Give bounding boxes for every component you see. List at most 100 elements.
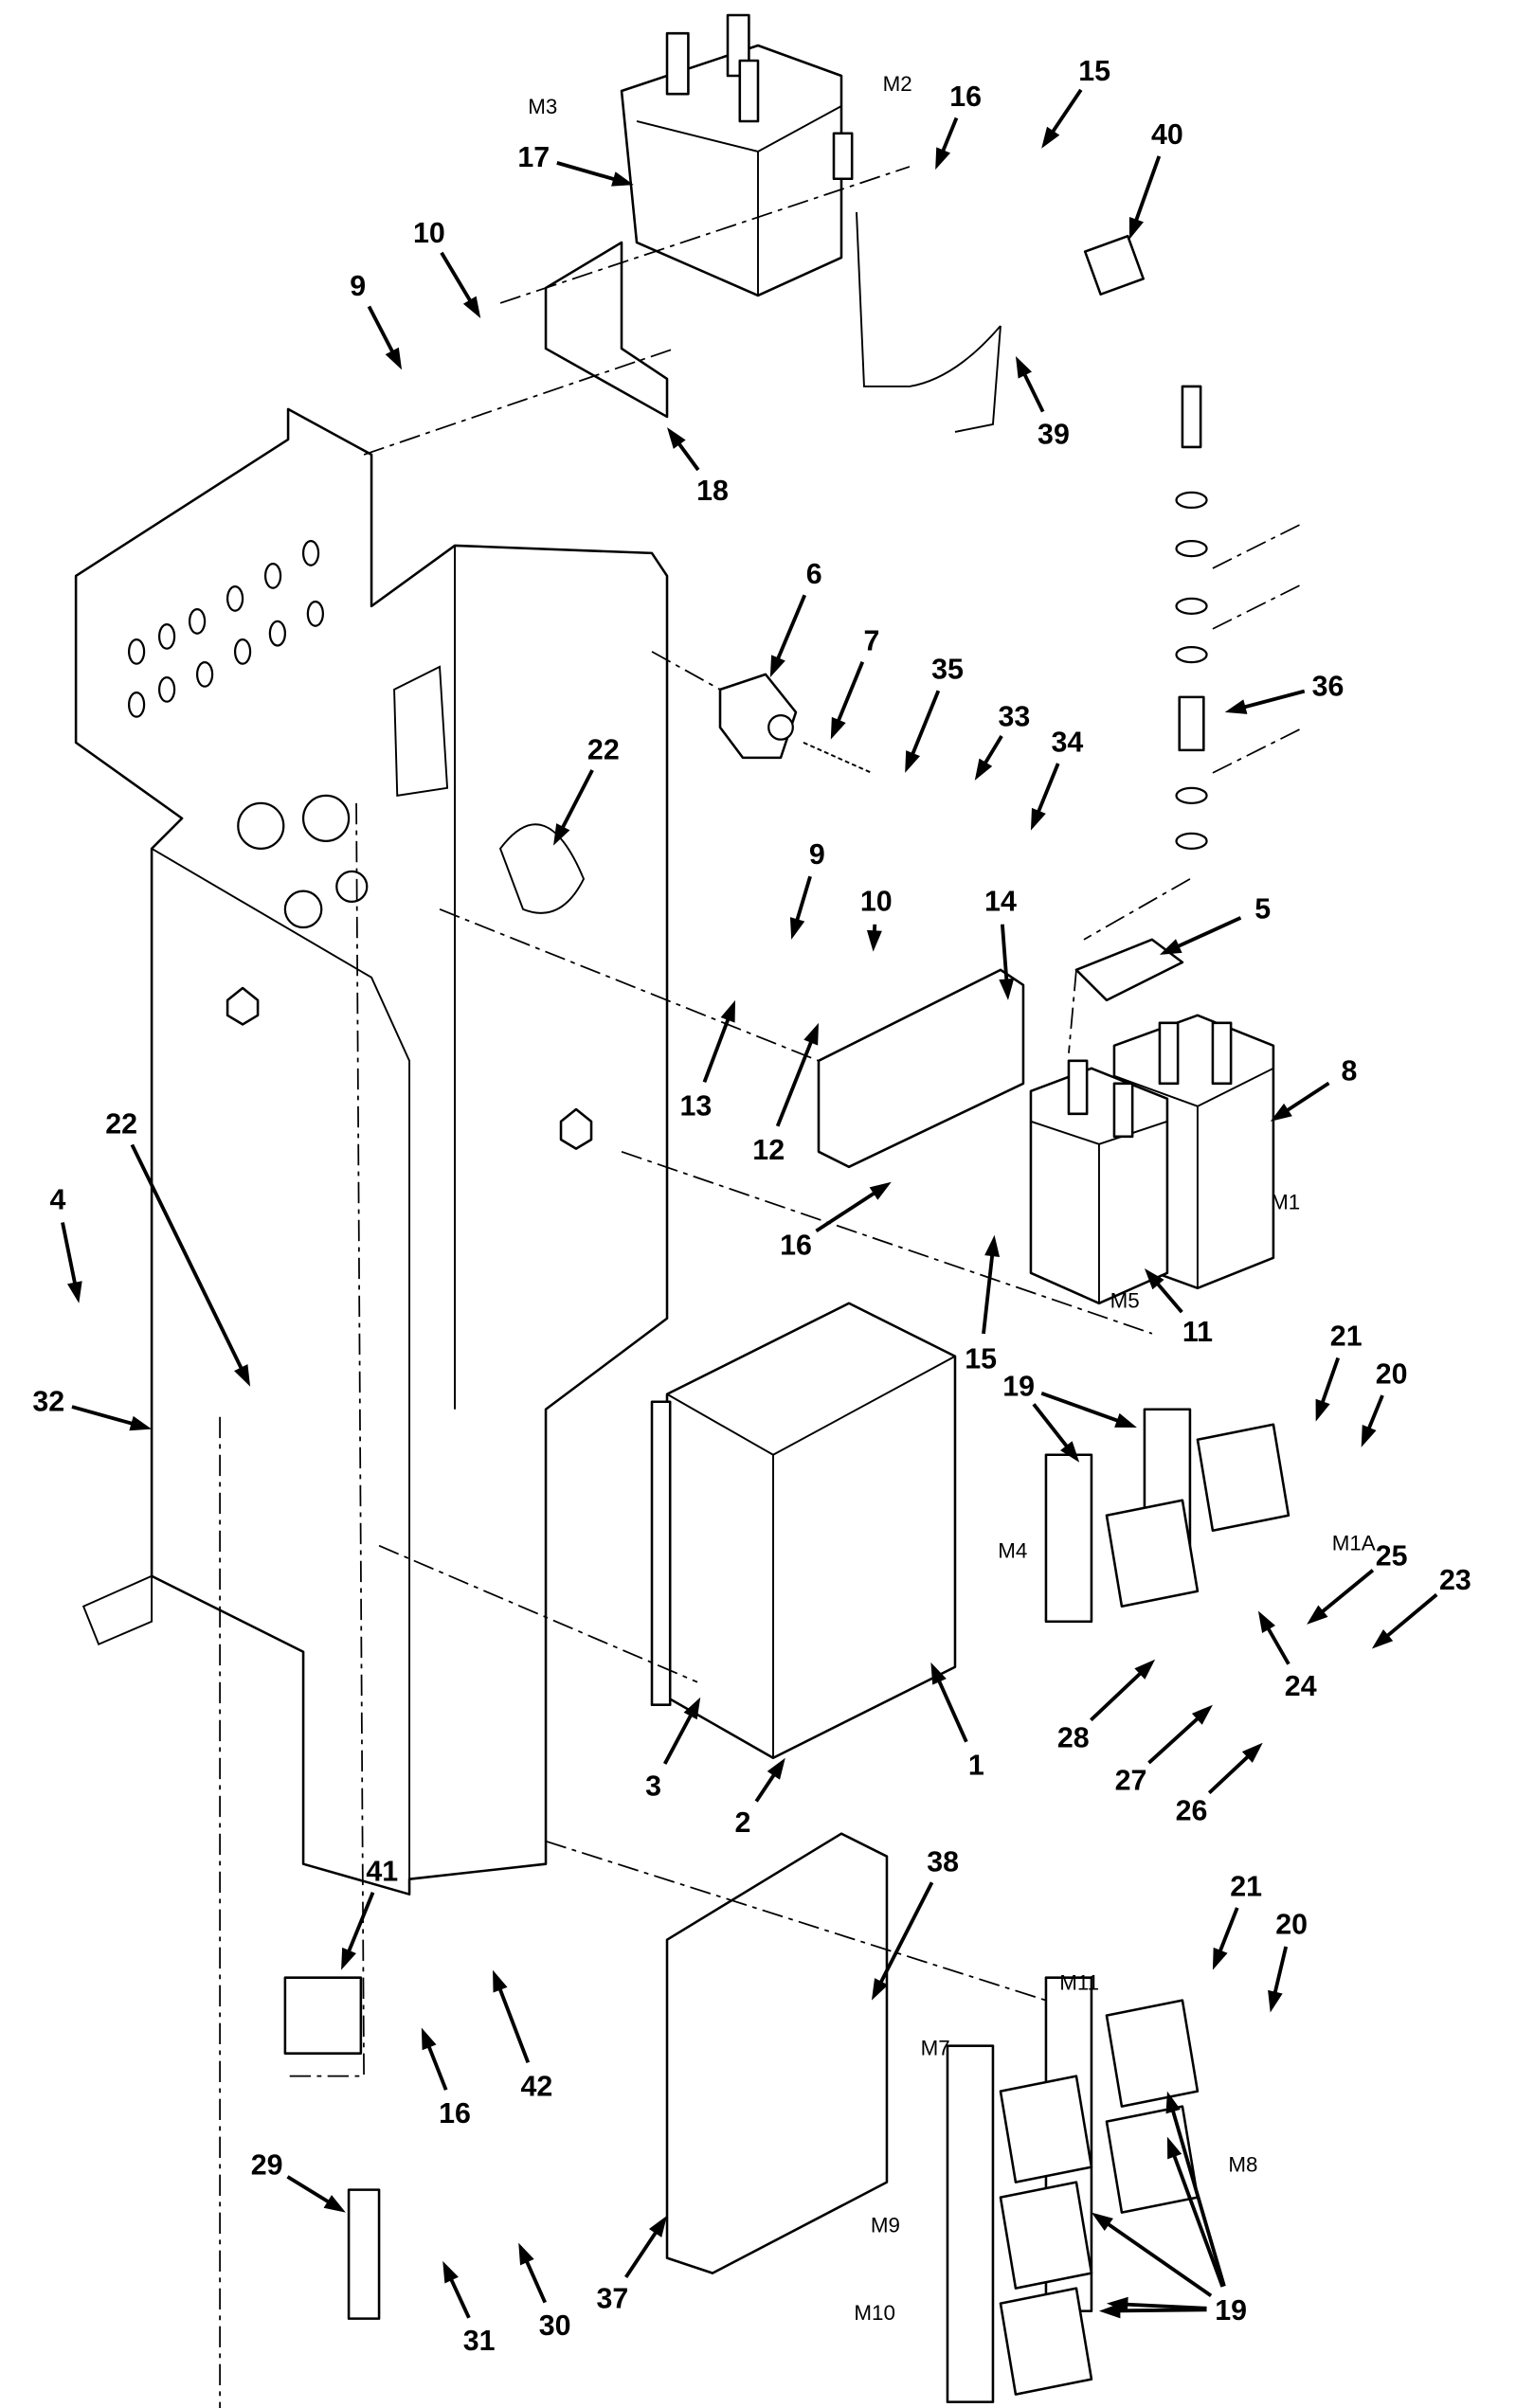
arrowhead bbox=[1144, 1267, 1164, 1290]
callout-number: 9 bbox=[809, 838, 825, 871]
arrowhead bbox=[869, 1181, 892, 1200]
connector-40 bbox=[1083, 234, 1145, 296]
arrowhead bbox=[1114, 1412, 1137, 1428]
leader-arrow bbox=[1000, 924, 1009, 989]
callout-number: 19 bbox=[1215, 2294, 1247, 2327]
callout-number: 35 bbox=[931, 654, 964, 686]
module-label: M5 bbox=[1110, 1289, 1140, 1313]
leader-arrow bbox=[1314, 1569, 1375, 1619]
arrowhead bbox=[442, 2260, 459, 2284]
leader-arrow bbox=[662, 1707, 696, 1765]
leader-arrow bbox=[61, 1222, 79, 1292]
leader-arrow bbox=[1040, 1392, 1127, 1426]
arrowhead bbox=[871, 1978, 889, 2001]
callout-number: 18 bbox=[696, 475, 729, 507]
arrowhead bbox=[1041, 126, 1060, 149]
module-label: M2 bbox=[883, 72, 912, 96]
callout-number: 19 bbox=[1002, 1370, 1035, 1402]
module-label: M8 bbox=[1228, 2152, 1257, 2176]
callout-number: 22 bbox=[105, 1108, 137, 1141]
callout-number: 15 bbox=[965, 1343, 997, 1375]
leader-arrow bbox=[624, 2224, 662, 2278]
arrowhead bbox=[1257, 1610, 1275, 1633]
leader-arrow bbox=[344, 1892, 375, 1960]
callout-number: 14 bbox=[984, 885, 1017, 917]
leader-arrow bbox=[71, 1405, 141, 1428]
callout-number: 3 bbox=[645, 1770, 661, 1803]
callout-number: 22 bbox=[587, 733, 620, 765]
callout-number: 34 bbox=[1051, 726, 1083, 758]
resistor-29 bbox=[347, 2188, 381, 2320]
module-label: M10 bbox=[854, 2301, 895, 2325]
callout-number: 20 bbox=[1376, 1358, 1408, 1391]
arrowhead bbox=[1091, 2212, 1113, 2231]
module-label: M1A bbox=[1332, 1532, 1376, 1555]
leader-arrow bbox=[1131, 155, 1162, 229]
arrowhead bbox=[905, 750, 921, 773]
relay-group-m4-m1a bbox=[1044, 1408, 1290, 1624]
arrowhead bbox=[1134, 1659, 1156, 1680]
arrowhead bbox=[1030, 807, 1046, 831]
arrowhead bbox=[67, 1281, 82, 1303]
arrowhead bbox=[1307, 1605, 1328, 1625]
module-label: M11 bbox=[1059, 1970, 1099, 1994]
arrowhead bbox=[648, 2215, 668, 2237]
leader-arrow bbox=[1271, 1946, 1289, 2002]
arrowhead bbox=[1015, 355, 1032, 379]
module-label: M7 bbox=[921, 2036, 950, 2059]
leader-arrow bbox=[1147, 1711, 1205, 1765]
leader-arrow bbox=[286, 2175, 336, 2208]
arrowhead bbox=[1315, 1398, 1330, 1422]
callout-number: 29 bbox=[251, 2149, 283, 2182]
module-label: M9 bbox=[871, 2213, 900, 2237]
leader-arrow bbox=[1169, 916, 1242, 952]
callout-number: 42 bbox=[521, 2070, 553, 2102]
callout-number: 2 bbox=[735, 1806, 751, 1839]
arrowhead bbox=[830, 716, 846, 740]
arrowhead bbox=[1241, 1742, 1263, 1763]
callout-number: 28 bbox=[1057, 1722, 1090, 1754]
leader-arrow bbox=[1380, 1592, 1438, 1643]
arrowhead bbox=[462, 296, 481, 318]
leader-arrow bbox=[1318, 1357, 1341, 1411]
arrowhead bbox=[984, 1234, 1001, 1257]
arrowhead bbox=[234, 1364, 251, 1387]
callout-number: 5 bbox=[1254, 892, 1271, 925]
callout-number: 24 bbox=[1285, 1670, 1317, 1702]
arrowhead bbox=[1191, 1704, 1213, 1725]
leader-arrow bbox=[982, 1247, 996, 1335]
callout-number: 10 bbox=[860, 885, 893, 917]
arrowhead bbox=[1212, 1947, 1228, 1970]
leader-arrow bbox=[367, 305, 398, 360]
module-label: M1 bbox=[1271, 1191, 1300, 1214]
arrowhead bbox=[803, 1022, 819, 1046]
leader-arrow bbox=[1207, 1750, 1255, 1795]
callout-number: 41 bbox=[366, 1855, 398, 1887]
arrowhead bbox=[1270, 1103, 1292, 1122]
callout-number: 33 bbox=[998, 700, 1030, 732]
arrowhead bbox=[1268, 1989, 1283, 2013]
leader-arrow bbox=[424, 2038, 448, 2091]
callout-number: 30 bbox=[539, 2309, 571, 2342]
leader-arrow bbox=[1236, 689, 1306, 711]
arrowhead bbox=[667, 427, 686, 449]
callout-number: 16 bbox=[780, 1230, 812, 1262]
callout-number: 26 bbox=[1176, 1794, 1208, 1826]
leader-arrow bbox=[1090, 1666, 1148, 1722]
callout-number: 10 bbox=[413, 217, 445, 249]
callout-number: 38 bbox=[927, 1846, 959, 1878]
leader-arrow bbox=[1100, 2218, 1213, 2297]
leader-arrow bbox=[908, 690, 941, 763]
arrowhead bbox=[789, 917, 805, 940]
leader-arrow bbox=[815, 1187, 883, 1233]
harness-39 bbox=[856, 211, 1002, 433]
module-label: M3 bbox=[528, 95, 557, 118]
leader-arrow bbox=[833, 661, 865, 729]
callout-number: 16 bbox=[949, 81, 982, 113]
arrowhead bbox=[866, 929, 882, 952]
arrowhead bbox=[1361, 1425, 1377, 1447]
leader-arrow bbox=[702, 1011, 733, 1083]
leader-arrow bbox=[556, 161, 623, 184]
callout-number: 16 bbox=[439, 2097, 471, 2129]
